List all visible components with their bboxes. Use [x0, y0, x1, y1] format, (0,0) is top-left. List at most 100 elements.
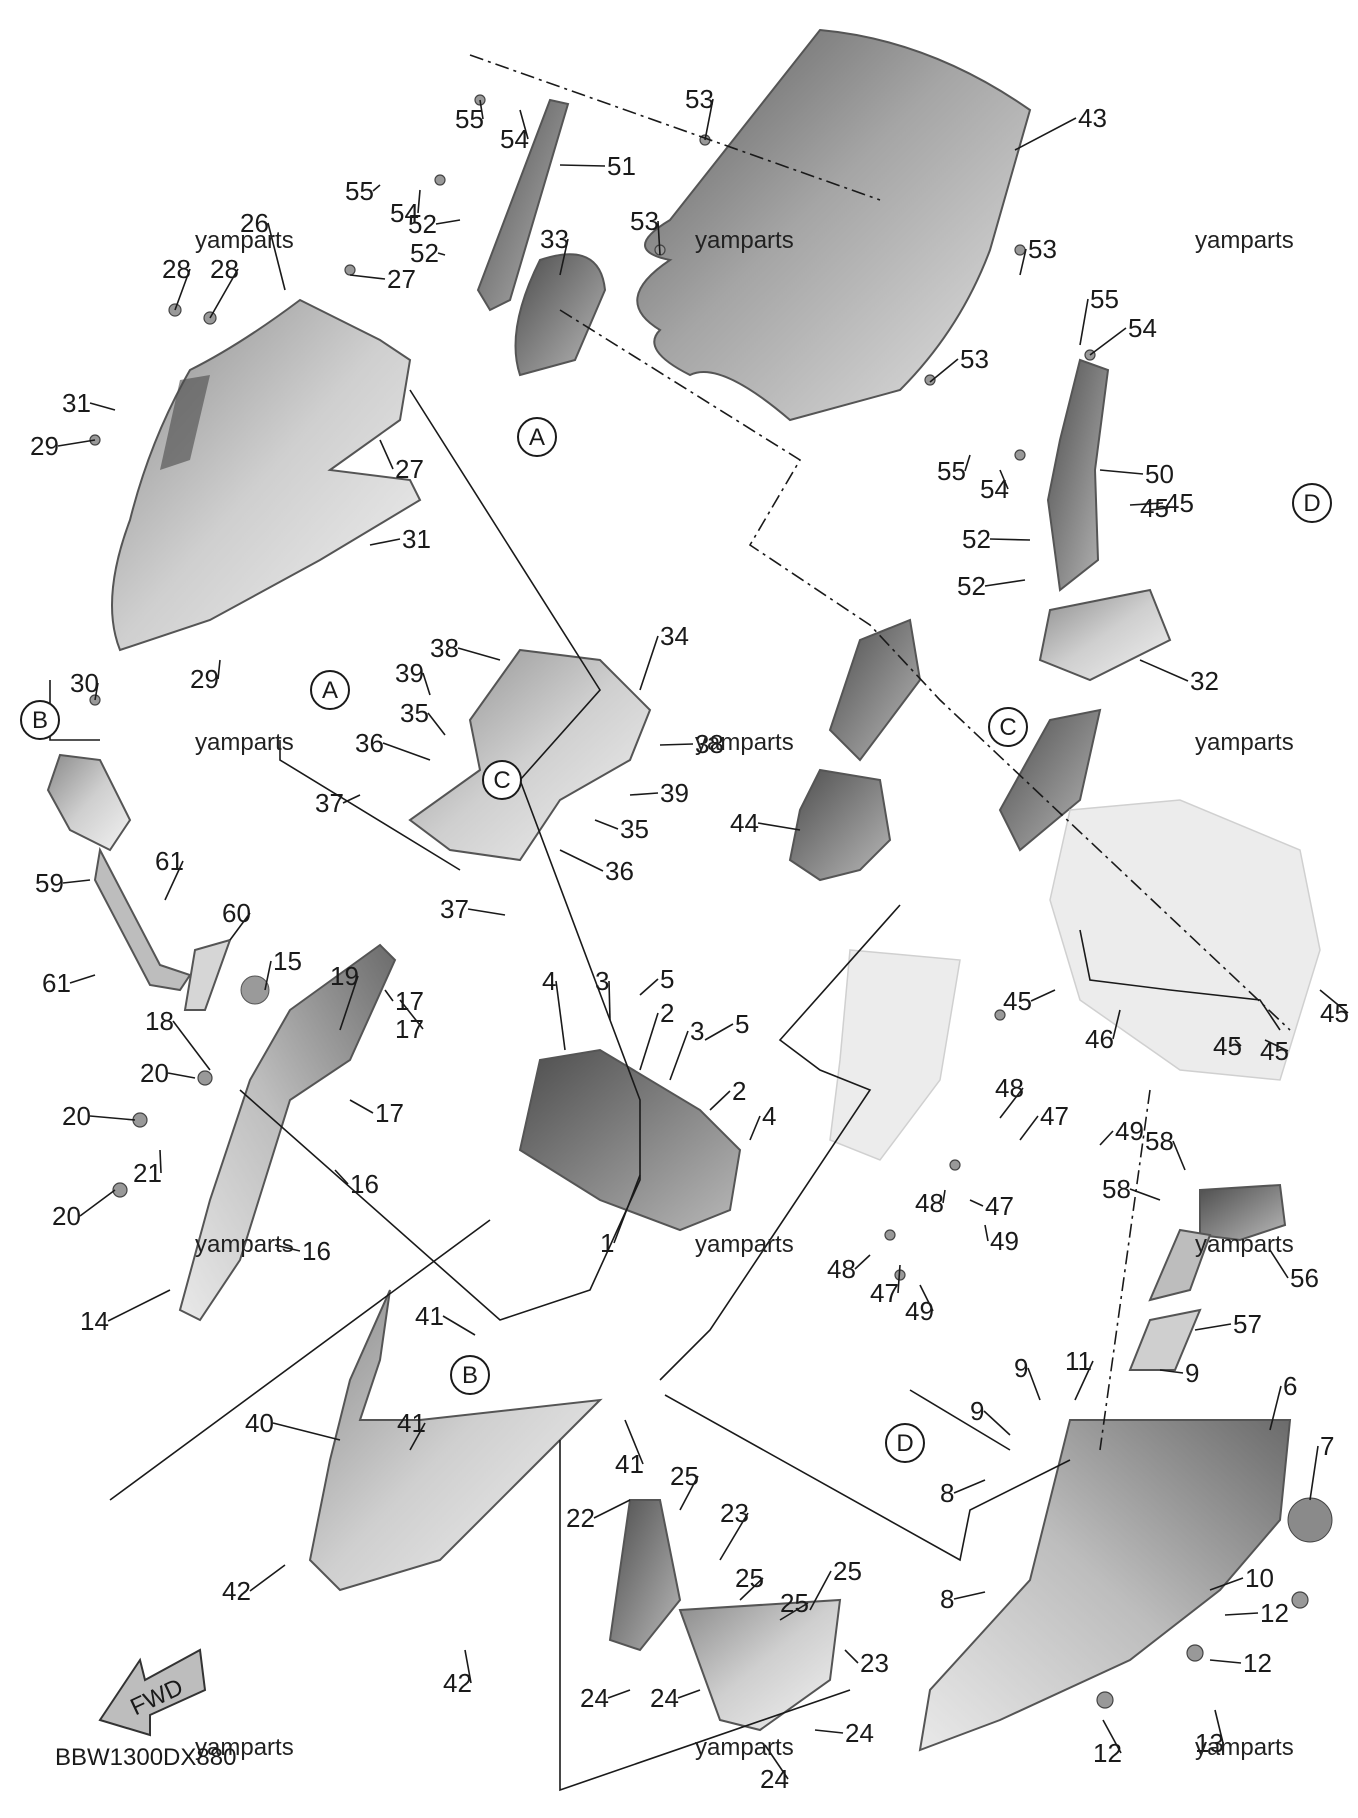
callout-52: 52: [408, 209, 437, 239]
callout-43: 43: [1078, 103, 1107, 133]
callout-leader: [1030, 989, 1056, 1002]
callout-leader: [999, 1087, 1024, 1119]
callout-28: 28: [162, 254, 191, 284]
callout-38: 38: [430, 633, 459, 663]
callout-33: 33: [540, 224, 569, 254]
ref-circle-A: [310, 670, 350, 710]
fwd-arrow-icon: [98, 1648, 207, 1737]
callout-25: 25: [735, 1563, 764, 1593]
callout-18: 18: [145, 1006, 174, 1036]
callout-56: 56: [1290, 1263, 1319, 1293]
callout-leader: [639, 978, 659, 996]
callout-leader: [62, 879, 91, 884]
callout-29: 29: [190, 664, 219, 694]
bolt: [1014, 244, 1026, 256]
callout-12: 12: [1260, 1598, 1289, 1628]
callout-leader: [437, 252, 446, 256]
callout-leader: [1099, 1130, 1114, 1146]
callout-leader: [983, 1410, 1011, 1436]
connection-lines: [49, 54, 1291, 1792]
front-cowling-inner-part: [160, 375, 210, 470]
callout-6: 6: [1283, 1371, 1297, 1401]
callout-leader: [1014, 117, 1077, 151]
callout-leader: [1129, 1188, 1161, 1201]
callout-35: 35: [400, 698, 429, 728]
meter-cover-part: [514, 253, 607, 377]
bolt: [344, 264, 356, 276]
callout-3: 3: [690, 1016, 704, 1046]
callout-leader: [1209, 1577, 1244, 1591]
callout-57: 57: [1233, 1309, 1262, 1339]
callout-leader: [669, 1030, 689, 1081]
watermark-text: yamparts: [195, 227, 294, 254]
callout-2: 2: [732, 1076, 746, 1106]
callout-leader: [464, 1649, 472, 1684]
callout-leader: [57, 439, 96, 447]
bolt: [1186, 1644, 1204, 1662]
background-frame-ghost-left: [829, 949, 961, 1161]
callout-16: 16: [350, 1169, 379, 1199]
ref-label-C: C: [999, 714, 1016, 741]
bolt: [924, 374, 936, 386]
callout-leader: [159, 1149, 162, 1174]
callout-leader: [677, 1689, 701, 1699]
callout-30: 30: [70, 668, 99, 698]
callout-leader: [1099, 469, 1144, 475]
callout-47: 47: [985, 1191, 1014, 1221]
callout-9: 9: [970, 1396, 984, 1426]
callout-37: 37: [440, 894, 469, 924]
callout-leader: [1234, 1039, 1242, 1047]
right-side-cowling-part: [918, 1419, 1292, 1752]
callout-50: 50: [1145, 459, 1174, 489]
callout-7: 7: [1320, 1431, 1334, 1461]
ref-circle-D: [1292, 483, 1332, 523]
ref-circle-D: [885, 1423, 925, 1463]
callout-leader: [427, 712, 446, 736]
callout-leader: [964, 454, 971, 472]
callout-20: 20: [52, 1201, 81, 1231]
callout-21: 21: [133, 1158, 162, 1188]
callout-41: 41: [615, 1449, 644, 1479]
ref-label-B: B: [32, 707, 48, 734]
bolt: [949, 1159, 961, 1171]
forward-direction-arrow: FWD: [98, 1648, 207, 1737]
callout-12: 12: [1243, 1648, 1272, 1678]
right-mirror-gasket-part: [1128, 1308, 1202, 1371]
callout-25: 25: [670, 1461, 699, 1491]
callout-leader: [519, 109, 529, 140]
callout-leader: [399, 999, 424, 1030]
ref-label-B: B: [462, 1362, 478, 1389]
callout-49: 49: [990, 1226, 1019, 1256]
watermark-text: yamparts: [1195, 1231, 1294, 1258]
watermark-text: yamparts: [1195, 1734, 1294, 1761]
callout-leader: [594, 819, 619, 830]
callout-leader: [757, 822, 801, 831]
callout-leader: [107, 1289, 171, 1322]
callout-leader: [349, 274, 386, 280]
callout-54: 54: [1128, 313, 1157, 343]
callout-12: 12: [1093, 1738, 1122, 1768]
callout-leader: [739, 1577, 764, 1601]
callout-leader: [555, 980, 566, 1051]
parts-layer: [46, 28, 1333, 1752]
callout-31: 31: [402, 524, 431, 554]
callout-23: 23: [720, 1498, 749, 1528]
callout-4: 4: [762, 1101, 776, 1131]
lower-cover-part: [608, 1499, 682, 1652]
callout-55: 55: [455, 104, 484, 134]
callout-4: 4: [542, 966, 556, 996]
callout-leader: [942, 1189, 946, 1204]
right-mirror-part: [1199, 1183, 1287, 1242]
callout-leader: [1309, 1445, 1319, 1501]
callout-15: 15: [273, 946, 302, 976]
callout-31: 31: [62, 388, 91, 418]
emblem-part: [1287, 1497, 1333, 1543]
watermark-text: yamparts: [1195, 227, 1294, 254]
callout-24: 24: [760, 1764, 789, 1794]
callout-leader: [467, 908, 506, 916]
callout-leader: [172, 1020, 211, 1071]
callout-leader: [1264, 1039, 1289, 1052]
callout-47: 47: [870, 1278, 899, 1308]
left-mirror-stem-part: [93, 846, 192, 992]
